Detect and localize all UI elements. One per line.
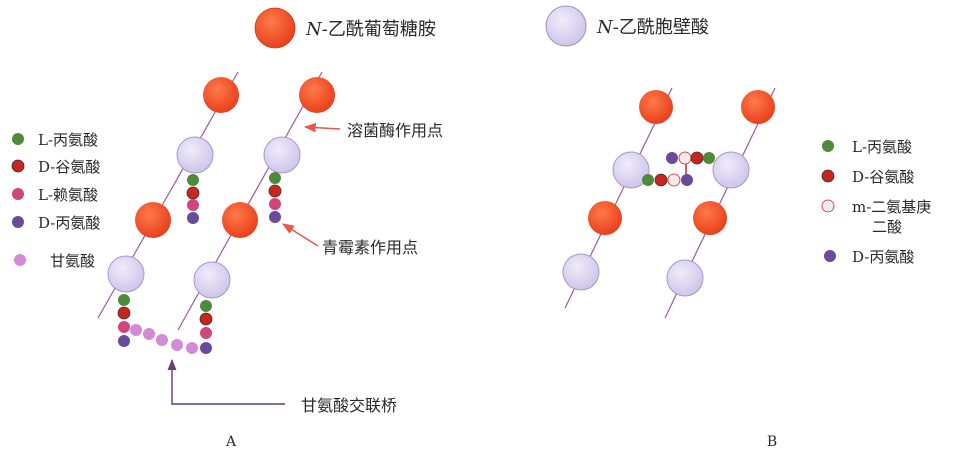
lysozyme-arrow: [303, 122, 341, 133]
legend-d-glutamate-label: D-谷氨酸: [38, 158, 100, 176]
tetrapeptide-upper-left: [186, 174, 200, 224]
nag-residue: [203, 77, 239, 113]
legend-d-glutamate-swatch: [11, 159, 25, 173]
legend-l-lysine-label: L-赖氨酸: [38, 186, 98, 204]
lysozyme-site-label: 溶菌酶作用点: [347, 121, 443, 140]
glycine: [143, 328, 155, 340]
nam-residue: [176, 136, 214, 174]
legend-d-alanine-label: D-丙氨酸: [852, 248, 914, 266]
panel-b: L-丙氨酸 D-谷氨酸 m-二氨基庚 二酸 D-丙氨酸 B: [562, 87, 931, 450]
d-glutamate: [186, 186, 200, 200]
d-glutamate: [268, 184, 282, 198]
nag-residue: [588, 201, 622, 235]
legend-l-alanine-label: L-丙氨酸: [852, 138, 912, 156]
glycine: [156, 334, 168, 346]
m-dap: [667, 173, 681, 187]
tetrapeptide-upper-right: [268, 172, 282, 223]
legend-l-alanine-swatch: [12, 133, 24, 145]
d-alanine: [666, 152, 678, 164]
nag-residue: [741, 90, 775, 124]
legend-l-alanine-swatch: [822, 140, 834, 152]
glycine-bridge-arrow: [167, 358, 285, 405]
l-lysine: [200, 327, 212, 339]
l-alanine: [642, 174, 654, 186]
l-lysine: [118, 321, 130, 333]
legend-l-lysine-swatch: [12, 188, 24, 200]
legend-d-glutamate-label: D-谷氨酸: [852, 168, 914, 186]
d-alanine: [187, 212, 199, 224]
l-alanine: [118, 294, 130, 306]
tetrapeptide-lower-right: [199, 300, 213, 354]
d-alanine: [200, 342, 212, 354]
legend-nam: N-乙酰胞壁酸: [545, 5, 709, 47]
penicillin-site-label: 青霉素作用点: [322, 238, 418, 257]
nam-swatch: [545, 5, 587, 47]
legend-m-dap-swatch: [821, 199, 835, 213]
l-alanine: [200, 300, 212, 312]
l-alanine: [269, 172, 281, 184]
panel-a-legend: L-丙氨酸 D-谷氨酸 L-赖氨酸 D-丙氨酸 甘氨酸: [11, 131, 100, 270]
d-glutamate: [117, 306, 131, 320]
glycine: [171, 339, 183, 351]
l-alanine: [703, 152, 715, 164]
nam-label: N-乙酰胞壁酸: [596, 17, 709, 38]
legend-glycine-label: 甘氨酸: [50, 252, 95, 270]
nam-residue: [193, 261, 231, 299]
nam-residue: [612, 151, 650, 189]
nam-residue: [562, 253, 600, 291]
legend-m-dap-label: m-二氨基庚: [852, 198, 931, 216]
glycine: [130, 324, 142, 336]
l-lysine: [187, 199, 199, 211]
nag-residue: [135, 202, 171, 238]
legend-d-glutamate-swatch: [821, 169, 835, 183]
nam-residue: [263, 136, 301, 174]
legend-d-alanine-swatch: [12, 216, 24, 228]
legend-m-dap-label-line2: 二酸: [872, 218, 902, 236]
glycine-bridge: [130, 324, 198, 354]
glycine: [186, 342, 198, 354]
d-alanine: [269, 211, 281, 223]
peptide-crosslink: [642, 151, 715, 187]
m-dap: [678, 151, 692, 165]
nam-residue: [107, 255, 145, 293]
d-glutamate: [654, 173, 668, 187]
legend-d-alanine-swatch: [824, 250, 836, 262]
nam-residue: [712, 151, 750, 189]
nag-residue: [639, 90, 673, 124]
legend-l-alanine-label: L-丙氨酸: [38, 131, 98, 149]
tetrapeptide-lower-left: [117, 294, 131, 347]
nag-swatch: [254, 7, 296, 49]
panel-b-caption: B: [767, 434, 777, 450]
legend-d-alanine-label: D-丙氨酸: [38, 214, 100, 232]
panel-a-caption: A: [225, 434, 237, 450]
d-alanine: [118, 335, 130, 347]
d-alanine: [681, 174, 693, 186]
nag-residue: [299, 77, 335, 113]
l-alanine: [187, 174, 199, 186]
nag-label: N-乙酰葡萄糖胺: [305, 19, 436, 40]
legend-nag: N-乙酰葡萄糖胺: [254, 7, 436, 49]
glycine-bridge-label: 甘氨酸交联桥: [301, 396, 397, 415]
nam-residue: [666, 259, 704, 297]
d-glutamate: [199, 312, 213, 326]
nag-residue: [693, 201, 727, 235]
d-glutamate: [690, 151, 704, 165]
l-lysine: [269, 198, 281, 210]
legend-glycine-swatch: [14, 254, 26, 266]
panel-a: L-丙氨酸 D-谷氨酸 L-赖氨酸 D-丙氨酸 甘氨酸 溶菌酶作用点 青霉素作用…: [11, 71, 443, 450]
penicillin-arrow: [281, 223, 319, 247]
nag-residue: [222, 202, 258, 238]
panel-b-legend: L-丙氨酸 D-谷氨酸 m-二氨基庚 二酸 D-丙氨酸: [821, 138, 931, 266]
